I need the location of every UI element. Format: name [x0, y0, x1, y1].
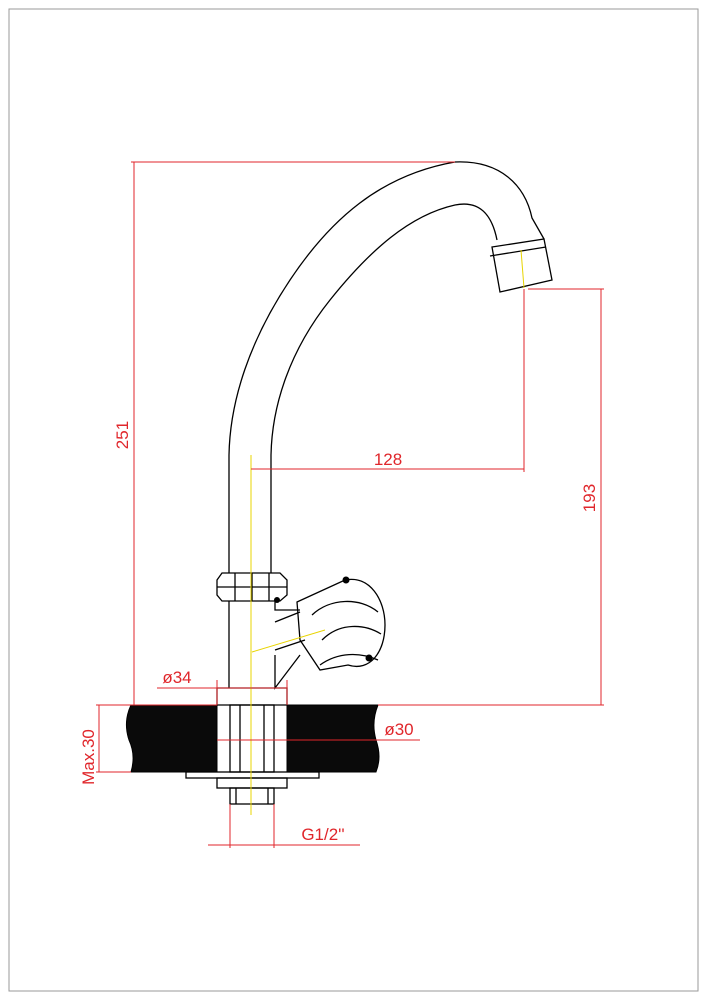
- handle: [296, 578, 386, 671]
- nut-dot: [274, 597, 280, 603]
- base-flange: [216, 687, 288, 706]
- dim-label-251: 251: [113, 421, 132, 449]
- thread-end: [229, 787, 275, 805]
- dim-label-max30: Max.30: [79, 729, 98, 785]
- dim-label-128: 128: [374, 450, 402, 469]
- dim-label-30: ø30: [384, 720, 413, 739]
- centerline-handle: [251, 629, 326, 653]
- shank: [229, 704, 275, 773]
- valve-body: [228, 601, 301, 690]
- dim-label-g12: G1/2'': [301, 825, 344, 844]
- centerlines: [250, 249, 525, 815]
- dimension-labels: 251 128 193 ø34 ø30 Max.30 G1/2'': [79, 421, 599, 844]
- body-nut: [216, 572, 288, 602]
- washer: [185, 771, 320, 779]
- handle-dot-top: [342, 576, 350, 584]
- handle-lobe-3: [319, 653, 379, 666]
- aerator-rim: [489, 246, 547, 257]
- valve-stem-top: [274, 611, 301, 623]
- valve-stem-bottom: [274, 639, 306, 651]
- dim-label-193: 193: [580, 484, 599, 512]
- countertop-left: [125, 704, 218, 773]
- aerator: [491, 238, 553, 293]
- spout-inner: [270, 203, 498, 573]
- dimension-lines: [96, 161, 604, 848]
- countertop-right: [286, 704, 380, 773]
- centerline-aerator: [520, 249, 525, 289]
- handle-lobe-1: [311, 600, 379, 616]
- lock-nut: [216, 777, 288, 789]
- countertop: [125, 704, 380, 773]
- handle-dot-bottom: [365, 654, 373, 662]
- handle-lobe-2: [321, 625, 382, 641]
- faucet-outline: [185, 161, 553, 805]
- spout-outer: [228, 161, 545, 573]
- dim-label-34: ø34: [162, 668, 191, 687]
- page-frame: [8, 8, 699, 992]
